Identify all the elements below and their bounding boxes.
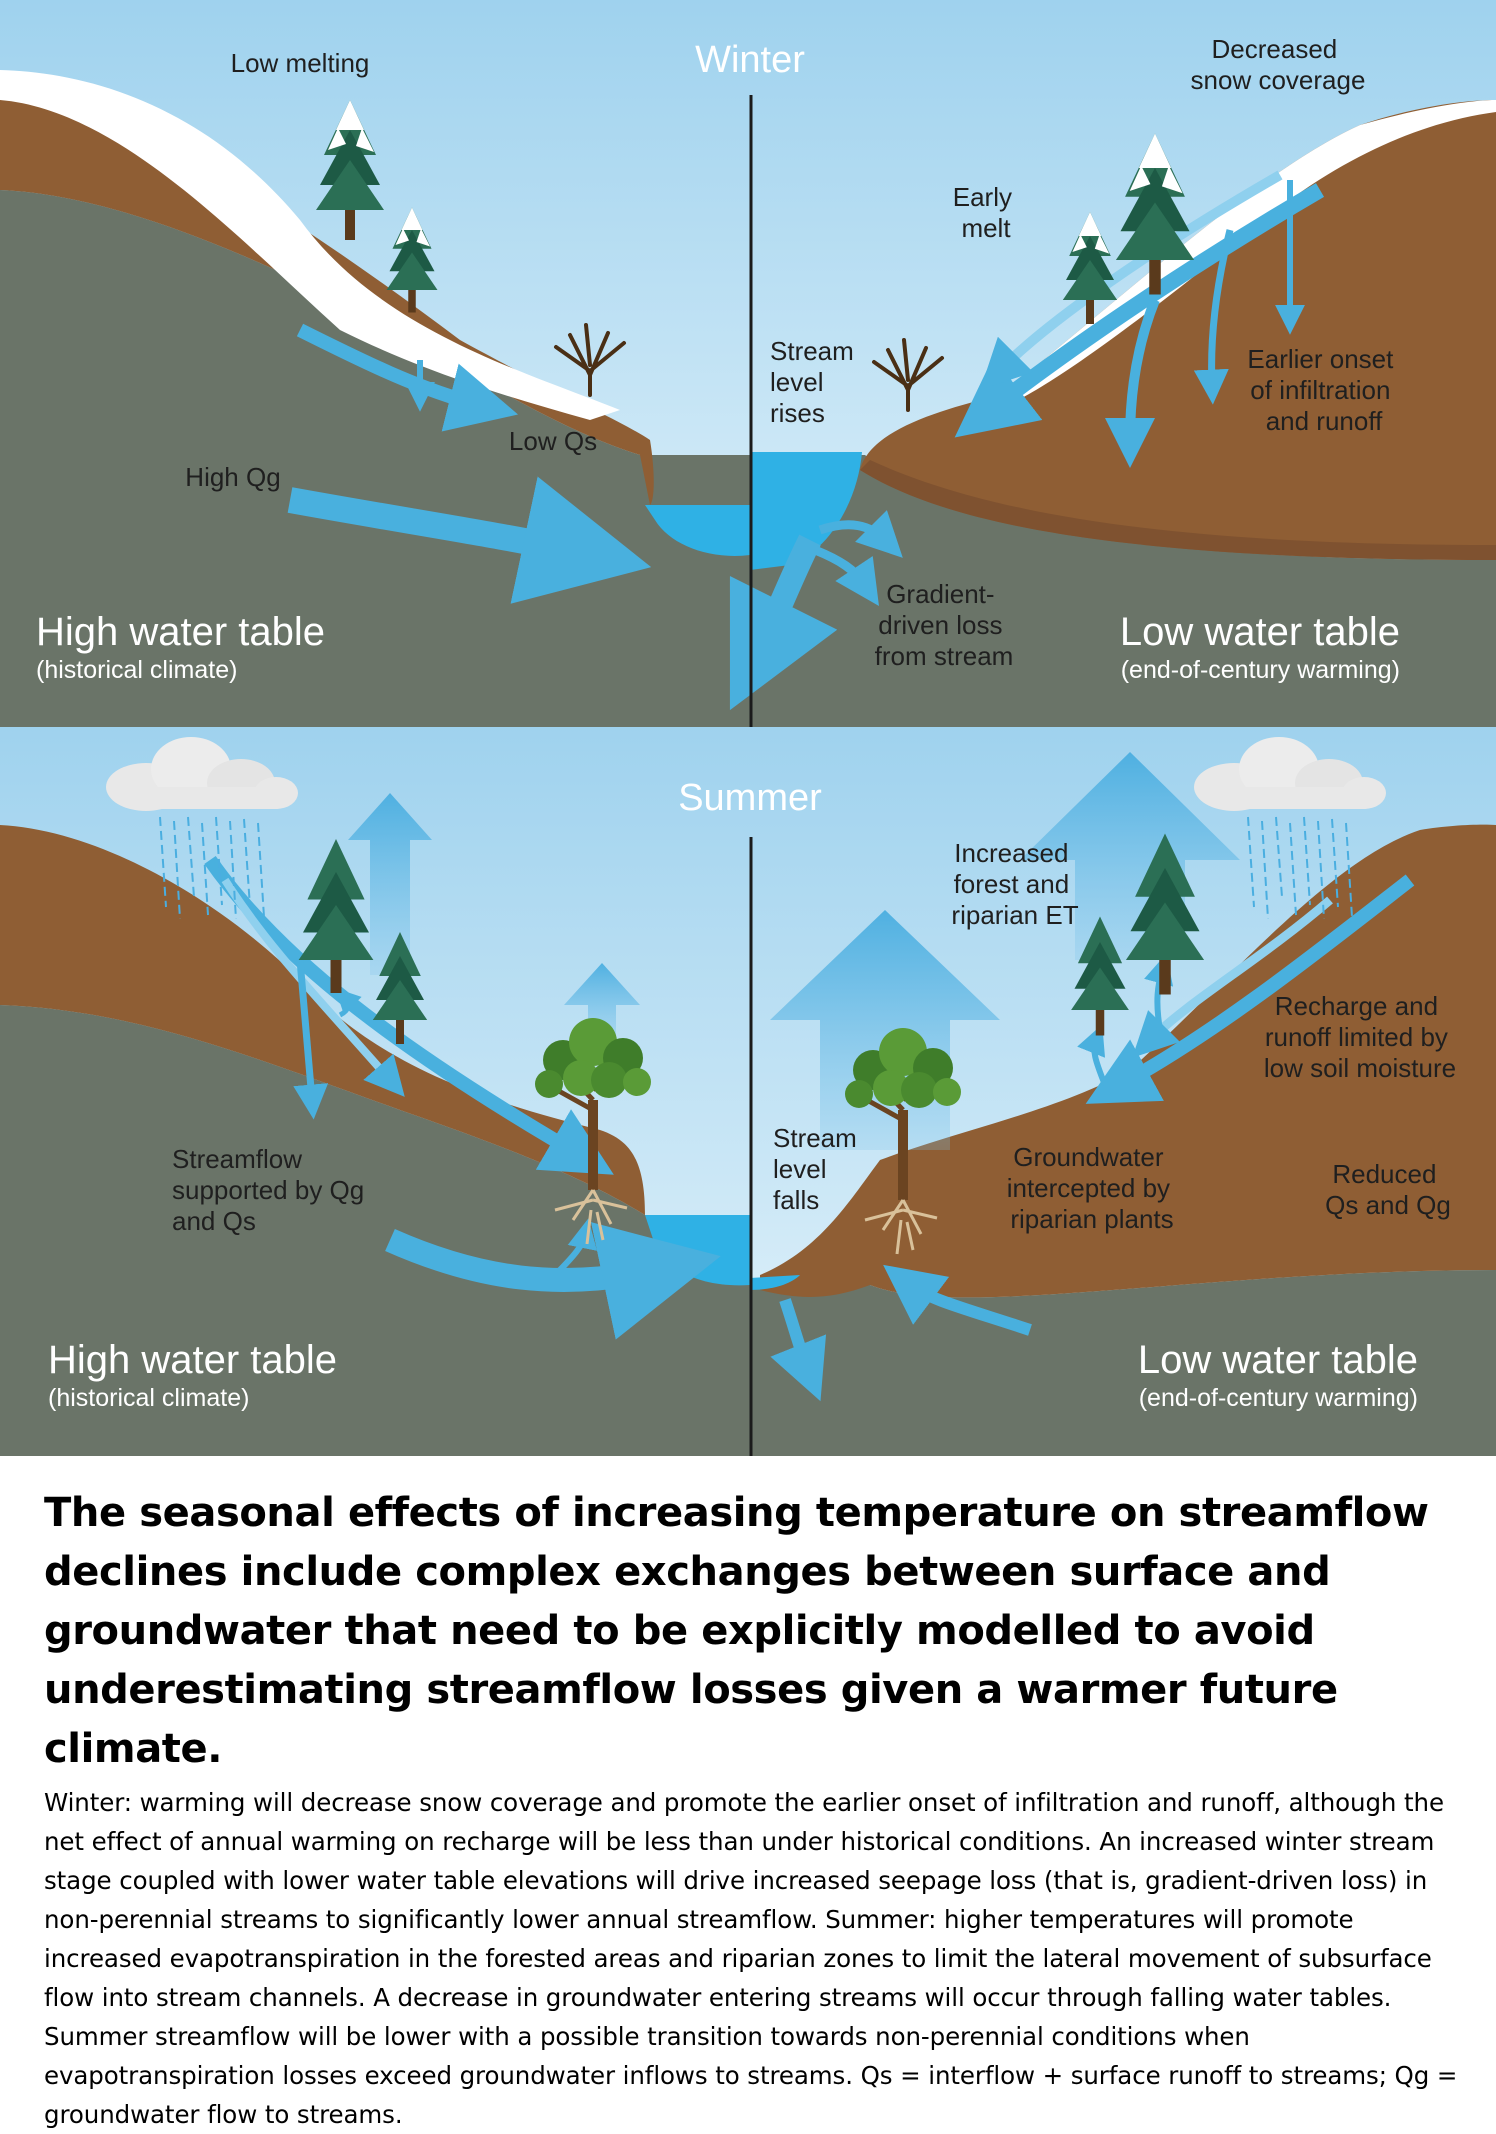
low-melting-label: Low melting [231, 48, 370, 78]
flow-arrow-icon [1132, 896, 1333, 1058]
winter-right-water-table-title: Low water table [1120, 610, 1400, 654]
summer-left-water-table-sub: (historical climate) [48, 1384, 249, 1412]
flow-arrow-icon [1193, 229, 1234, 405]
summer-season-label: Summer [678, 777, 822, 819]
winter-left-stream [645, 505, 750, 556]
flow-arrow-icon [729, 534, 838, 711]
low-qs-label: Low Qs [509, 426, 597, 456]
flow-arrow-icon [818, 510, 903, 558]
flow-arrow-icon [770, 1298, 827, 1402]
stream-level-falls-label: Stream level falls [773, 1123, 864, 1215]
flow-arrow-icon [287, 476, 652, 604]
evapotranspiration-arrow-icon [348, 793, 432, 975]
flow-arrow-icon [385, 1222, 721, 1340]
groundwater-intercepted-label: Groundwater intercepted by riparian plan… [1007, 1142, 1178, 1234]
flow-arrow-icon [296, 323, 519, 432]
winter-season-label: Winter [695, 39, 805, 81]
recharge-limited-label: Recharge and runoff limited by low soil … [1264, 991, 1456, 1083]
winter-right-bedrock [750, 455, 1496, 727]
gradient-loss-label: Gradient- driven loss from stream [875, 579, 1014, 671]
summer-left-bedrock [0, 1005, 750, 1456]
flow-arrow-icon [1077, 1024, 1108, 1087]
decreased-snow-label: Decreased snow coverage [1191, 34, 1366, 95]
winter-right-soil [860, 100, 1496, 560]
summer-left-water-table-title: High water table [48, 1338, 337, 1382]
flow-arrow-icon [883, 1264, 1032, 1336]
reduced-qs-qg-label: Reduced Qs and Qg [1325, 1159, 1451, 1220]
streamflow-supported-label: Streamflow supported by Qg and Qs [172, 1144, 371, 1236]
flow-arrow-icon [335, 988, 362, 1018]
winter-right-water-table-sub: (end-of-century warming) [1121, 656, 1400, 684]
earlier-onset-label: Earlier onset of infiltration and runoff [1247, 344, 1400, 436]
flow-arrow-icon [293, 959, 329, 1120]
hydrology-diagram: Winter Low melting Low Qs High Qg High w… [0, 0, 1496, 1456]
increased-et-label: Increased forest and riparian ET [951, 838, 1078, 930]
winter-left-snow [0, 70, 620, 420]
flow-arrow-icon [1085, 874, 1415, 1104]
flow-arrow-icon [1105, 298, 1160, 468]
flow-arrow-icon [552, 1218, 598, 1278]
stream-level-rises-label: Stream level rises [770, 336, 861, 428]
caption-body: Winter: warming will decrease snow cover… [44, 1788, 1458, 2129]
winter-left-soil [0, 95, 654, 505]
winter-right-stream [750, 452, 862, 570]
summer-panel: Summer Streamflow supported by Qg and Qs… [0, 727, 1496, 1456]
summer-right-water-table-sub: (end-of-century warming) [1139, 1384, 1418, 1412]
flow-arrow-icon [980, 170, 1283, 390]
winter-panel: Winter Low melting Low Qs High Qg High w… [0, 0, 1496, 727]
high-qg-label: High Qg [185, 462, 280, 492]
flow-arrow-icon [813, 545, 879, 606]
winter-right-snow [1000, 100, 1496, 404]
winter-left-water-table-sub: (historical climate) [36, 656, 237, 684]
winter-left-water-table-title: High water table [36, 610, 325, 654]
early-melt-label: Early melt [953, 182, 1019, 243]
evapotranspiration-arrow-icon [564, 963, 640, 1045]
summer-right-soil [760, 824, 1496, 1298]
caption-title: The seasonal effects of increasing tempe… [44, 1490, 1429, 1772]
summer-right-water-table-title: Low water table [1138, 1338, 1418, 1382]
summer-left-soil [0, 825, 645, 1215]
figure-caption: The seasonal effects of increasing tempe… [44, 1484, 1464, 2134]
summer-right-stream [750, 1275, 800, 1290]
